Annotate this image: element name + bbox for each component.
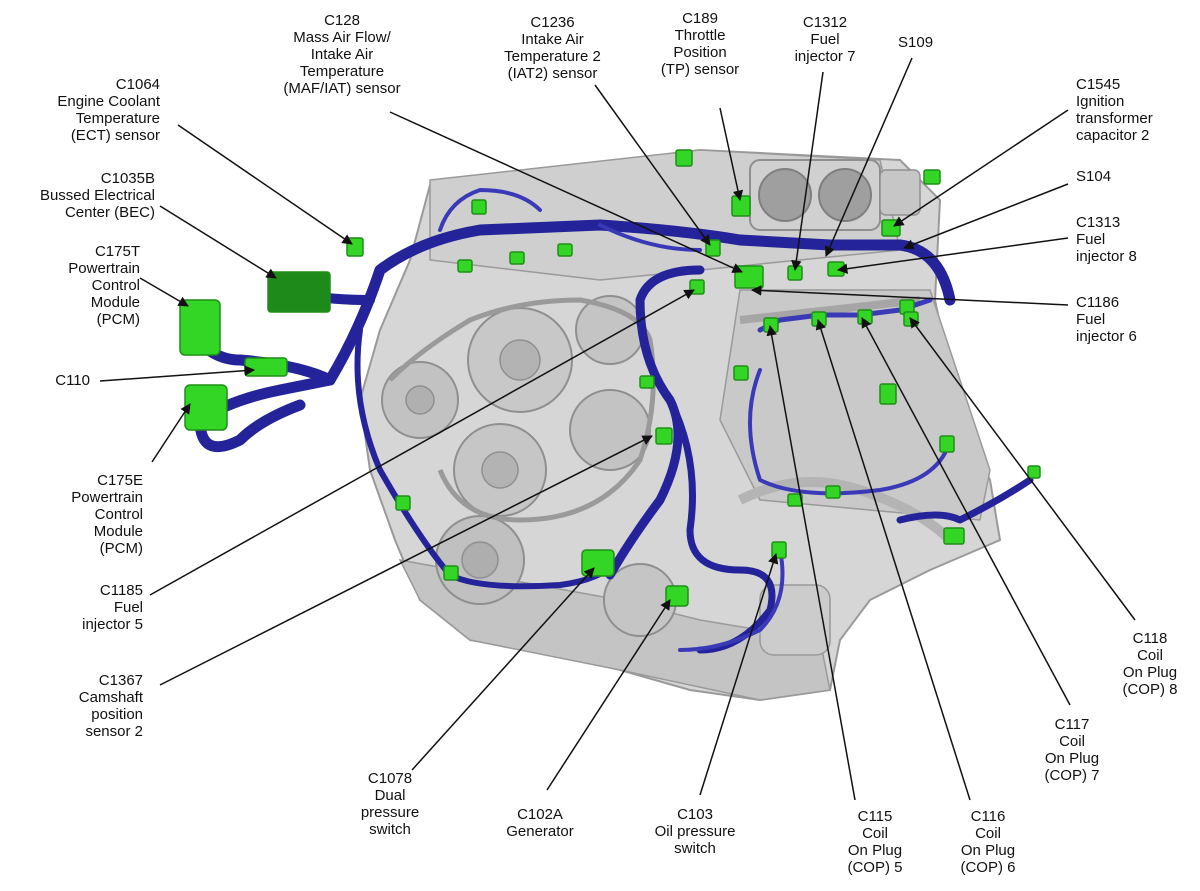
connector-c102a [665,585,689,607]
label-c1035b: C1035B Bussed Electrical Center (BEC) [39,170,155,221]
leader-c175t [139,277,189,307]
label-c103: C103 Oil pressure switch [654,806,736,857]
label-c110: C110 [55,372,90,389]
label-c118: C118 Coil On Plug (COP) 8 [1122,630,1178,698]
drive-belt [388,297,656,523]
leader-c1545 [893,109,1069,227]
throttle-motor [879,169,921,216]
connector-misc-9 [879,383,897,405]
label-c1312: C1312 Fuel injector 7 [794,14,856,65]
label-c175e: C175E Powertrain Control Module (PCM) [71,472,143,557]
leader-c1313 [836,237,1069,274]
connector-misc-13 [943,527,965,545]
leader-c175e [151,403,191,463]
leader-c110 [99,365,256,382]
connector-misc-1 [471,199,487,215]
harness-upper-loop [438,188,542,232]
label-c102a: C102A Generator [506,806,574,840]
leader-s104 [903,183,1069,250]
connector-misc-4 [557,243,573,257]
harness-maf-run [598,223,702,252]
connector-misc-6 [923,169,941,185]
connector-misc-2 [457,259,473,273]
leader-c1312 [791,71,824,272]
pulley-2-hub [499,339,541,381]
leader-c117 [861,317,1071,706]
leader-c1185 [149,289,695,596]
leader-c1064 [177,124,353,245]
harness-main-trunk [194,219,956,426]
throttle-bore-1 [758,168,812,222]
label-c189: C189 Throttle Position (TP) sensor [660,10,740,78]
label-c1186: C1186 Fuel injector 6 [1076,294,1137,345]
connector-c103 [771,541,787,559]
leader-c1236 [594,84,711,246]
connector-c117 [857,309,873,325]
connector-c1367 [655,427,673,445]
leader-c102a [546,599,671,791]
label-c128: C128 Mass Air Flow/ Intake Air Temperatu… [283,12,401,97]
connector-misc-7 [639,375,655,389]
label-c1545: C1545 Ignition transformer capacitor 2 [1076,76,1153,144]
connector-c1064 [346,237,364,257]
connector-misc-3 [509,251,525,265]
leader-c115 [766,324,856,801]
harness-left-drop [354,327,623,590]
leader-c116 [815,318,971,801]
bec-connector-c1035b [267,271,331,313]
label-c1367: C1367 Camshaft position sensor 2 [78,672,143,740]
connector-misc-14 [1027,465,1041,479]
label-c1185: C1185 Fuel injector 5 [82,582,143,633]
label-c115: C115 Coil On Plug (COP) 5 [847,808,903,876]
leader-c1078 [411,567,595,771]
leader-s109 [824,57,913,257]
connector-misc-16 [825,485,841,499]
label-c1313: C1313 Fuel injector 8 [1076,214,1137,265]
label-c117: C117 Coil On Plug (COP) 7 [1044,716,1100,784]
connector-misc-12 [443,565,459,581]
leader-c103 [699,552,779,796]
connector-c189 [731,195,751,217]
harness-oil-drop [678,548,785,652]
crank-pulley-hub [461,541,499,579]
label-c175t: C175T Powertrain Control Module (PCM) [68,243,140,328]
harness-cop-loop [748,368,952,496]
leader-lines [99,57,1136,801]
connector-c110 [244,357,288,377]
harness-right-tail [896,476,1034,524]
label-c1064: C1064 Engine Coolant Temperature (ECT) s… [57,76,160,144]
label-c1236: C1236 Intake Air Temperature 2 (IAT2) se… [504,14,601,82]
label-s109: S109 [898,34,934,51]
harness-pcm-lower [194,399,306,453]
label-c116: C116 Coil On Plug (COP) 6 [960,808,1016,876]
pulley-4-hub [481,451,519,489]
leader-c118 [909,317,1136,621]
connector-c1078 [581,549,615,577]
fuel-rail [739,296,921,324]
leader-c189 [719,107,744,202]
connector-misc-8 [733,365,749,381]
pcm-connector-c175t [179,299,221,356]
connector-misc-5 [675,149,693,167]
leader-c128 [389,111,743,273]
connector-misc-11 [395,495,411,511]
connector-c128 [734,265,764,289]
connector-misc-10 [939,435,955,453]
label-c1078: C1078 Dual pressure switch [360,770,420,838]
leader-c1367 [159,435,653,686]
pulley-1-hub [405,385,435,415]
leader-c1186 [750,285,1069,306]
leader-c1035b [159,205,277,279]
connector-misc-15 [787,493,803,507]
engine-valve-cover-right [719,289,991,521]
connector-c1545 [881,219,901,237]
pcm-connector-c175e [184,384,228,431]
label-s104: S104 [1076,168,1112,185]
